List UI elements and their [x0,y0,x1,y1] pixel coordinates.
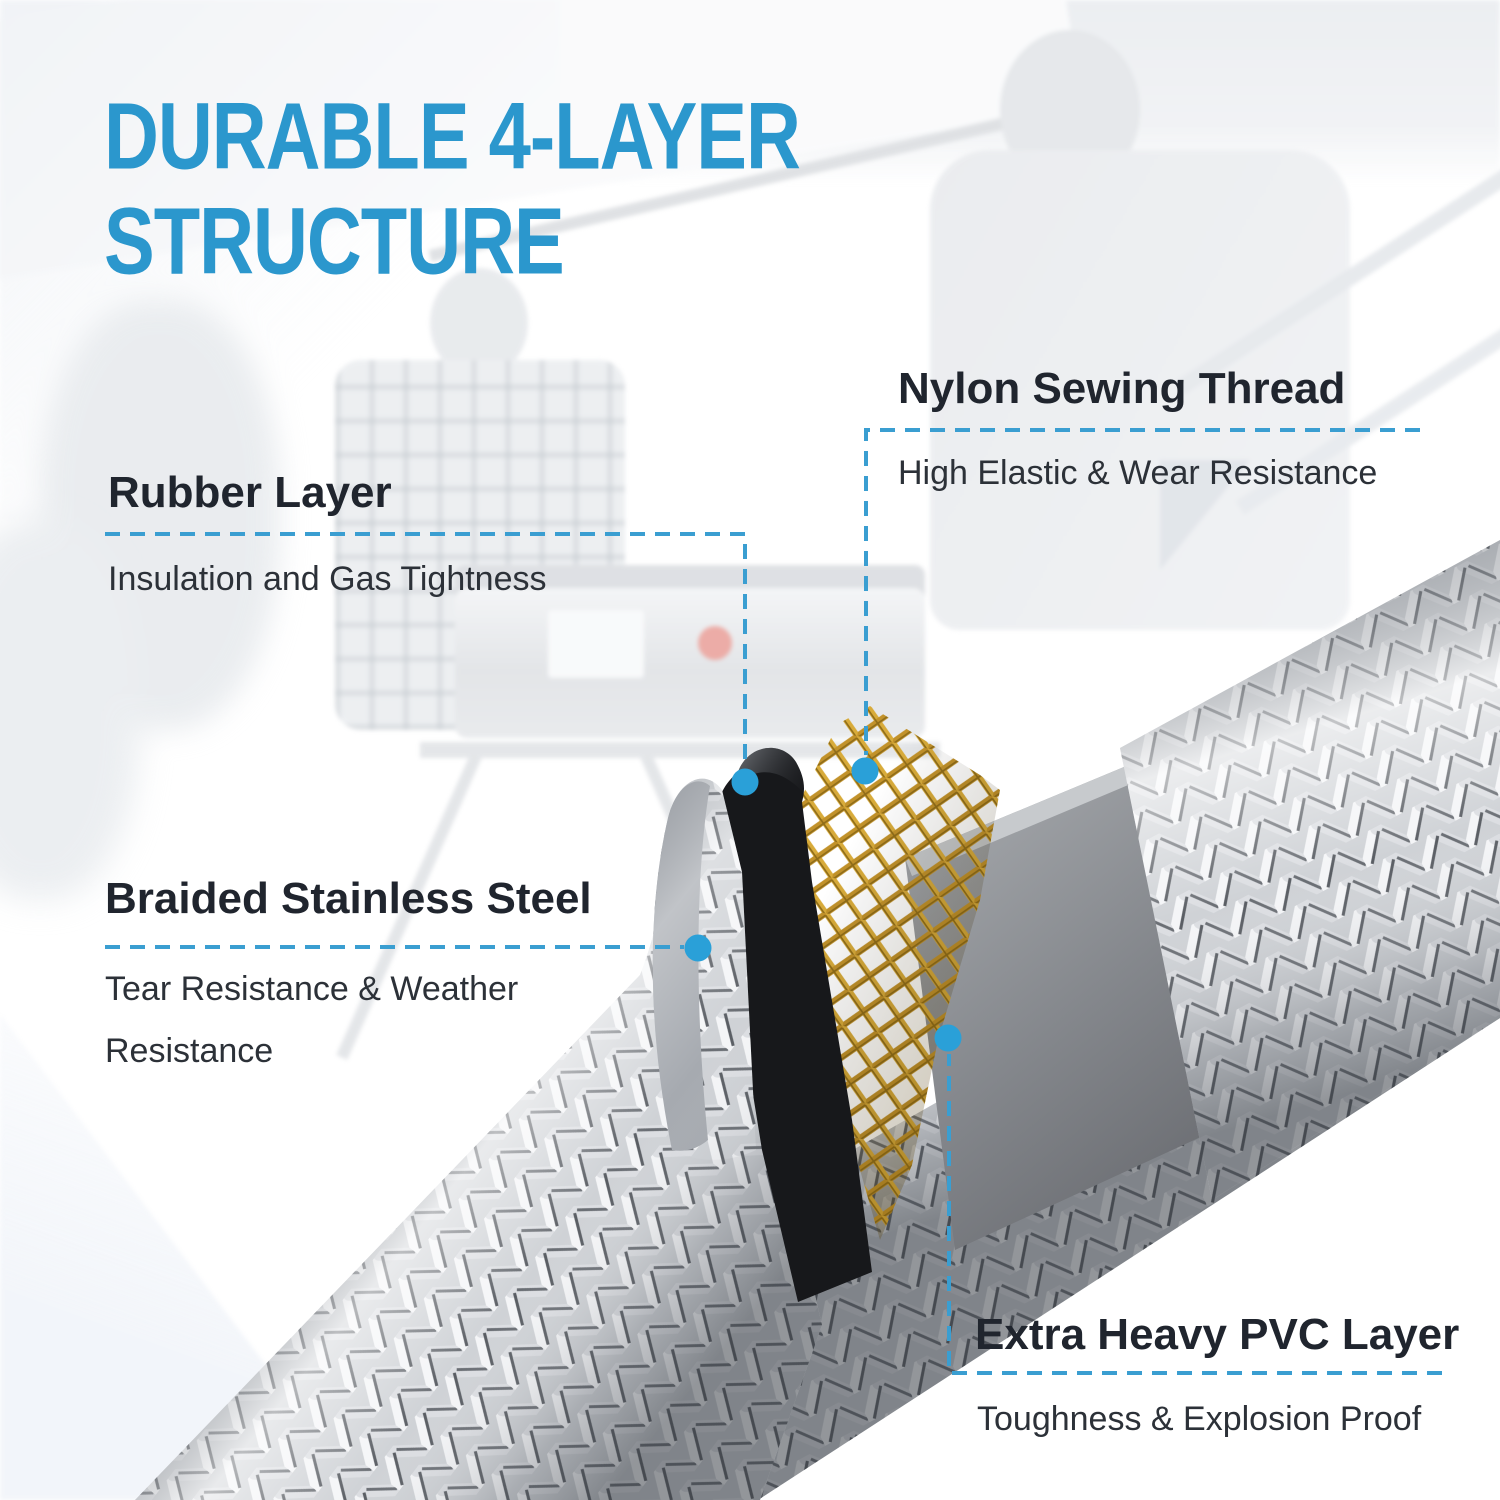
layer-rubber-flap [715,747,872,1302]
page-title-line-2: STRUCTURE [104,189,565,295]
connector-pvc-line [947,1054,1442,1375]
background-person-left-head [430,268,528,378]
callout-nylon-desc: High Elastic & Wear Resistance [898,454,1378,492]
callout-rubber-desc: Insulation and Gas Tightness [108,560,547,598]
background-person-left-plaid-shirt [335,360,625,730]
callout-pvc-desc: Toughness & Explosion Proof [977,1400,1422,1438]
background-person-right-jacket [930,150,1350,630]
hose-right-shading [1120,540,1500,1200]
background-grill-stand [420,742,940,758]
callout-rubber-title: Rubber Layer [108,468,392,517]
callout-nylon-title: Nylon Sewing Thread [898,364,1346,413]
background-grill-label [548,610,644,678]
connector-pvc-dot [934,1024,962,1052]
layer-nylon-mesh-shading [800,706,1000,1240]
connector-rubber-dot [731,768,759,796]
background-grill-red-knob [698,626,732,660]
braid-curl-shading [652,778,756,1160]
background-tree-2 [0,520,140,900]
background-portable-grill [455,588,925,738]
connector-nylon-line [864,428,1420,755]
page-title: DURABLE 4-LAYER STRUCTURE [104,84,801,295]
connector-rubber-line [105,532,747,766]
page-title-line-1: DURABLE 4-LAYER [104,84,801,190]
callout-steel-desc: Tear Resistance & Weather Resistance [105,970,519,1070]
callout-pvc-title: Extra Heavy PVC Layer [975,1310,1460,1359]
callout-steel-title: Braided Stainless Steel [105,874,592,923]
connector-steel-dot [684,934,712,962]
connector-nylon-dot [851,757,879,785]
hose-left-shading [135,832,822,1500]
layer-rubber-tip-sheen [738,747,804,792]
